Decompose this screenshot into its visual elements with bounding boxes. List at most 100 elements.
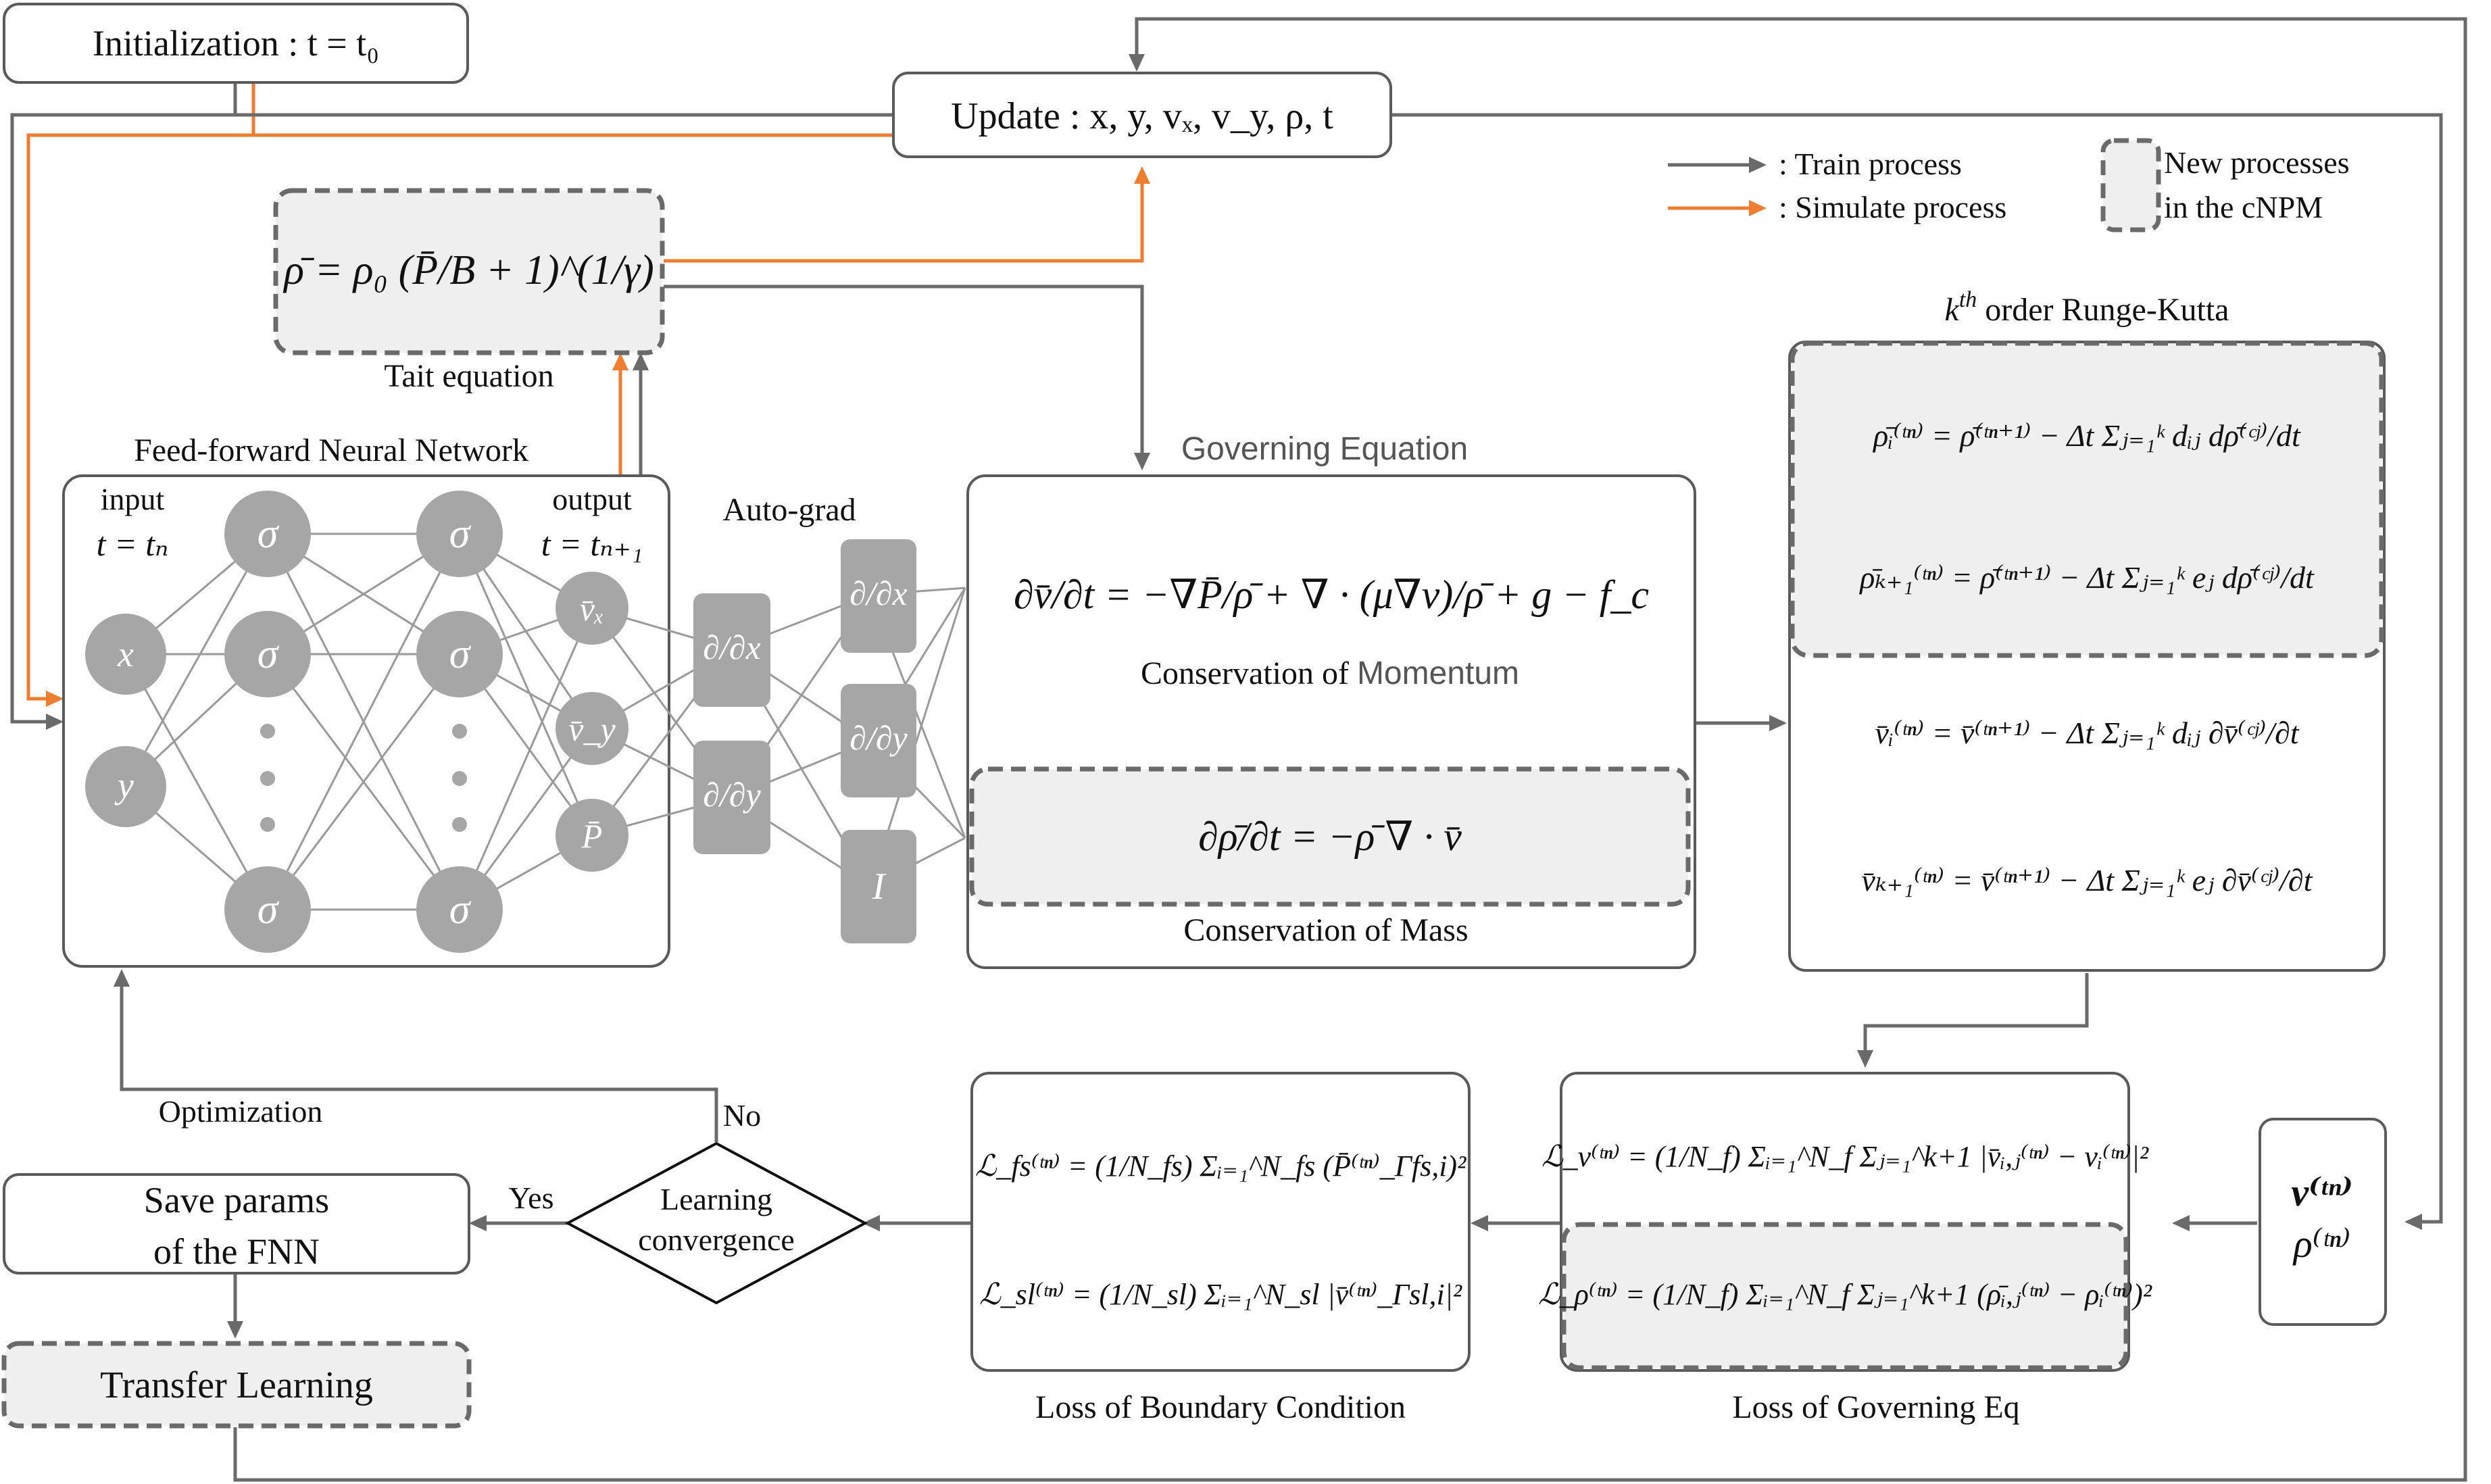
- runge-kutta-box: kth order Runge-Kutta ρ̄ᵢ⁽ᵗⁿ⁾ = ρ̄⁽ᵗⁿ⁺¹⁾…: [1788, 287, 2386, 972]
- hidden1-node-label: σ: [257, 511, 280, 557]
- hidden1-node-label: σ: [257, 887, 280, 933]
- save-label-2: of the FNN: [153, 1231, 320, 1272]
- hidden1-node-label: σ: [257, 631, 280, 677]
- connectors: [10, 17, 2467, 1482]
- identity-op: [841, 830, 916, 943]
- rk-density-box: [1790, 341, 2384, 658]
- mass-equation: ∂ρ̄/∂t = −ρ̄ ∇ · v̄: [1198, 814, 1462, 859]
- ellipsis-dot: [452, 724, 467, 739]
- convergence-decision: Learning convergence No Yes Optimization: [159, 1094, 868, 1305]
- grad-x-op-label: ∂/∂x: [703, 628, 761, 666]
- output-node-p: [556, 799, 628, 872]
- update-to-state-arrow: [1391, 113, 2443, 1230]
- init-box: Initialization : t = t₀: [3, 3, 469, 84]
- init-to-input-arrow: [10, 74, 237, 730]
- hidden-layer-1: σ σ σ: [224, 491, 311, 953]
- loop-to-update-arrow: [1129, 17, 2467, 1206]
- governing-title: Governing Equation: [1181, 431, 1468, 467]
- loss-governing-box: ℒ_v⁽ᵗⁿ⁾ = (1/N_f) Σᵢ₌₁^N_f Σⱼ₌₁^k+1 |v̄ᵢ…: [1538, 1072, 2152, 1425]
- loss-density-box: [1561, 1222, 2129, 1370]
- transfer-loop-line: [233, 1206, 2467, 1482]
- save-params-box: Save params of the FNN: [3, 1173, 470, 1275]
- legend-sim-label: : Simulate process: [1779, 190, 2006, 224]
- input-node-y-label: y: [114, 765, 134, 806]
- loss-boundary-caption: Loss of Boundary Condition: [1035, 1389, 1406, 1425]
- rk-eq-4: v̄ₖ₊₁⁽ᵗⁿ⁾ = v̄⁽ᵗⁿ⁺¹⁾ − Δt Σⱼ₌₁ᵏ eⱼ ∂v̄⁽ᶜ…: [1862, 863, 2313, 897]
- output-time-label: t = tₙ₊₁: [541, 525, 643, 563]
- transfer-learning-box: Transfer Learning: [1, 1341, 472, 1429]
- decision-yes-label: Yes: [509, 1181, 554, 1215]
- loss-free-surface-eq: ℒ_fs⁽ᵗⁿ⁾ = (1/N_fs) Σᵢ₌₁^N_fs (P̄⁽ᵗⁿ⁾_Γf…: [975, 1149, 1466, 1183]
- loss-density-eq: ℒ_ρ⁽ᵗⁿ⁾ = (1/N_f) Σᵢ₌₁^N_f Σⱼ₌₁^k+1 (ρ̄ᵢ…: [1538, 1278, 2152, 1311]
- optimization-label: Optimization: [159, 1094, 323, 1129]
- ffnn-box: Feed-forward Neural Network input t = tₙ…: [62, 432, 966, 968]
- grad-x-op: [693, 593, 770, 707]
- legend-train-label: : Train process: [1779, 147, 1962, 181]
- update-box: Update : x, y, vₓ, v_y, ρ, t: [892, 72, 1392, 158]
- ffnn-title: Feed-forward Neural Network: [134, 432, 528, 468]
- output-node-vy-label: v̄_y: [568, 710, 616, 748]
- save-label-1: Save params: [144, 1180, 329, 1220]
- state-velocity: v⁽ᵗⁿ⁾: [2291, 1170, 2352, 1214]
- output-node-vy: [556, 692, 628, 765]
- ellipsis-dot: [260, 817, 275, 832]
- hidden1-node: [224, 611, 311, 697]
- legend-new-label-1: New processes: [2164, 145, 2350, 180]
- hidden2-node-label: σ: [449, 887, 472, 933]
- tait-to-governing-arrow: [664, 285, 1150, 470]
- identity-op-label: I: [872, 866, 887, 908]
- legend-new-label-2: in the cNPM: [2164, 190, 2323, 224]
- hidden2-node-label: σ: [449, 631, 472, 677]
- rk-to-lossgov-arrow: [1857, 973, 2089, 1068]
- ellipsis-dot: [452, 771, 467, 786]
- hidden2-node: [416, 866, 503, 953]
- input-node-y: [85, 746, 166, 827]
- decision-label-2: convergence: [638, 1222, 795, 1257]
- grad-y-op: [693, 741, 770, 854]
- decision-no-arrow: [114, 969, 718, 1142]
- output-layer: v̄ₓ v̄_y P̄: [556, 572, 628, 872]
- loss-velocity-eq: ℒ_v⁽ᵗⁿ⁾ = (1/N_f) Σᵢ₌₁^N_f Σⱼ₌₁^k+1 |v̄ᵢ…: [1542, 1140, 2149, 1173]
- tait-caption: Tait equation: [384, 358, 553, 394]
- ellipsis-dot: [260, 724, 275, 739]
- momentum-equation: ∂v̄/∂t = −∇P̄/ρ̄ + ∇ · (μ∇v)/ρ̄ + g − f_…: [1014, 572, 1649, 617]
- hidden2-node: [416, 491, 503, 577]
- legend-new-swatch: [2100, 138, 2161, 232]
- state-box: v⁽ᵗⁿ⁾ ρ⁽ᵗⁿ⁾: [2259, 1118, 2387, 1326]
- grad-x-op-2-label: ∂/∂x: [849, 574, 908, 612]
- tait-equation: ρ̄ = ρ₀ (P̄/B + 1)^(1/γ): [282, 247, 654, 293]
- autograd-title: Auto-grad: [722, 492, 856, 528]
- input-node-x: [85, 614, 166, 695]
- momentum-caption: Conservation of Momentum: [1141, 656, 1519, 691]
- update-label: Update : x, y, vₓ, v_y, ρ, t: [951, 95, 1333, 137]
- rk-eq-2: ρ̄ₖ₊₁⁽ᵗⁿ⁾ = ρ̄⁽ᵗⁿ⁺¹⁾ − Δt Σⱼ₌₁ᵏ eⱼ dρ̄⁽ᶜ…: [1858, 560, 2315, 595]
- hidden2-node-label: σ: [449, 511, 472, 557]
- output-node-p-label: P̄: [581, 817, 603, 855]
- autograd-block: Auto-grad ∂/∂x ∂/∂y ∂/∂x ∂/∂y I: [693, 492, 916, 943]
- tait-to-update-arrow: [664, 166, 1150, 263]
- ellipsis-dot: [260, 771, 275, 786]
- rk-eq-3: v̄ᵢ⁽ᵗⁿ⁾ = v̄⁽ᵗⁿ⁺¹⁾ − Δt Σⱼ₌₁ᵏ dᵢⱼ ∂v̄⁽ᶜʲ…: [1875, 716, 2300, 750]
- input-time-label: t = tₙ: [97, 525, 169, 563]
- hidden1-node: [224, 491, 311, 577]
- loss-slip-eq: ℒ_sl⁽ᵗⁿ⁾ = (1/N_sl) Σᵢ₌₁^N_sl |v̄⁽ᵗⁿ⁾_Γs…: [979, 1278, 1462, 1311]
- output-label: output: [552, 482, 632, 516]
- grad-x-op-2: [841, 539, 916, 653]
- input-node-x-label: x: [117, 634, 134, 674]
- state-density: ρ⁽ᵗⁿ⁾: [2292, 1222, 2350, 1266]
- rk-title: kth order Runge-Kutta: [1945, 287, 2229, 328]
- loss-boundary-box: ℒ_fs⁽ᵗⁿ⁾ = (1/N_fs) Σᵢ₌₁^N_fs (P̄⁽ᵗⁿ⁾_Γf…: [970, 1072, 1471, 1425]
- decision-diamond: [564, 1141, 868, 1305]
- hidden1-node: [224, 866, 311, 953]
- loss-governing-caption: Loss of Governing Eq: [1732, 1389, 2019, 1425]
- governing-equation-box: Governing Equation ∂v̄/∂t = −∇P̄/ρ̄ + ∇ …: [966, 431, 1696, 969]
- rk-eq-1: ρ̄ᵢ⁽ᵗⁿ⁾ = ρ̄⁽ᵗⁿ⁺¹⁾ − Δt Σⱼ₌₁ᵏ dᵢⱼ dρ̄⁽ᶜʲ…: [1872, 418, 2301, 453]
- init-label: Initialization : t = t₀: [93, 23, 379, 64]
- tait-equation-box: ρ̄ = ρ₀ (P̄/B + 1)^(1/γ) Tait equation: [273, 188, 665, 394]
- ellipsis-dot: [452, 817, 467, 832]
- hidden2-node: [416, 611, 503, 697]
- grad-y-op-2: [841, 684, 916, 797]
- output-node-vx: [556, 572, 628, 645]
- hidden-layer-2: σ σ σ: [416, 491, 503, 953]
